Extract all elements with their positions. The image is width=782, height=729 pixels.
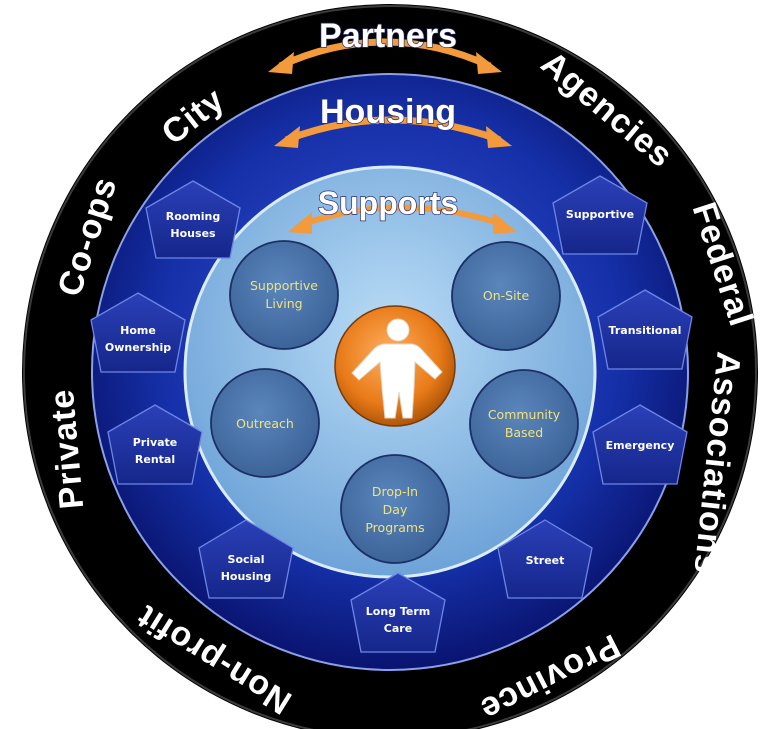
pentagon-transitional[interactable]: Transitional xyxy=(597,289,693,370)
double-arrow-icon xyxy=(278,38,492,70)
circle-on-site[interactable]: On-Site xyxy=(451,241,561,351)
circle-label: On-Site xyxy=(483,288,530,303)
circle-community-based[interactable]: Community Based xyxy=(469,369,579,479)
person-icon xyxy=(351,318,443,419)
circle-drop-in-day-programs[interactable]: Drop-In Day Programs xyxy=(340,454,450,564)
title-partners: Partners xyxy=(319,17,457,55)
pentagon-home-ownership[interactable]: Home Ownership xyxy=(90,292,186,373)
circle-label: Living xyxy=(265,296,302,311)
pentagon-street[interactable]: Street xyxy=(497,519,593,599)
pentagon-supportive[interactable]: Supportive xyxy=(552,175,648,255)
circle-label: Drop-In xyxy=(372,484,418,499)
circle-label: Day xyxy=(383,502,408,517)
circle-label: Based xyxy=(505,425,543,440)
pentagon-label: Long Term xyxy=(366,605,431,618)
pentagon-label: Rental xyxy=(135,453,175,466)
pentagon-label: Social xyxy=(228,553,265,566)
pentagon-rooming-houses[interactable]: Rooming Houses xyxy=(145,180,241,259)
pentagon-label: Housing xyxy=(221,570,272,583)
pentagon-label: Ownership xyxy=(105,341,171,354)
pentagon-label: Houses xyxy=(170,227,216,240)
pentagon-label: Private xyxy=(133,436,178,449)
circle-supportive-living[interactable]: Supportive Living xyxy=(229,240,339,350)
title-housing: Housing xyxy=(320,93,456,131)
pentagon-label: Emergency xyxy=(606,439,675,452)
circle-label: Outreach xyxy=(236,416,294,431)
housing-title-group: Housing xyxy=(274,92,512,148)
circle-label: Supportive xyxy=(250,278,318,293)
pentagon-private-rental[interactable]: Private Rental xyxy=(107,404,203,485)
title-supports: Supports xyxy=(318,185,458,221)
partners-title-group: Partners xyxy=(268,16,502,74)
double-arrow-icon xyxy=(299,204,506,228)
supports-title-group: Supports xyxy=(288,184,517,234)
pentagon-label: Rooming xyxy=(166,210,221,223)
pentagon-label: Home xyxy=(120,324,156,337)
support-circles: Supportive Living On-Site Outreach Commu… xyxy=(210,240,579,564)
circle-label: Community xyxy=(488,407,561,422)
pentagon-label: Supportive xyxy=(566,208,634,221)
pentagon-long-term-care[interactable]: Long Term Care xyxy=(350,572,446,653)
pentagon-label: Transitional xyxy=(609,324,682,337)
housing-pentagons: Rooming Houses Home Ownership Private Re… xyxy=(90,175,693,653)
pentagon-emergency[interactable]: Emergency xyxy=(592,404,688,485)
center-person xyxy=(334,305,456,427)
pentagon-label: Street xyxy=(526,554,565,567)
pentagon-social-housing[interactable]: Social Housing xyxy=(198,519,294,599)
double-arrow-icon xyxy=(284,116,502,144)
circle-outreach[interactable]: Outreach xyxy=(210,368,320,478)
circle-label: Programs xyxy=(365,520,424,535)
pentagon-label: Care xyxy=(384,622,412,635)
